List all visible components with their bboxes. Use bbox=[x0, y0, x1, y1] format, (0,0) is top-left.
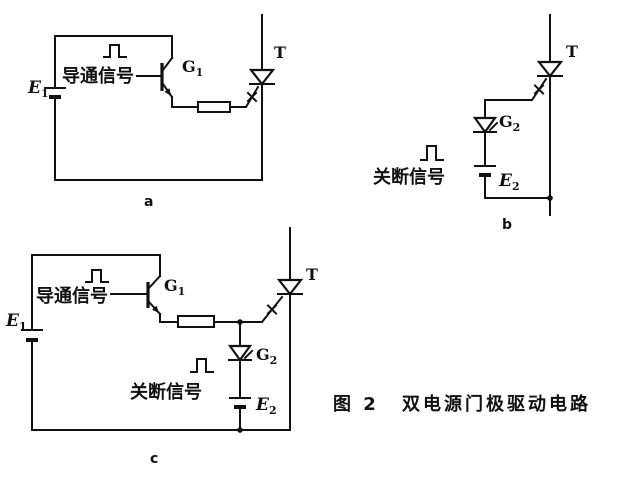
label-b-g2: G2 bbox=[499, 112, 520, 134]
label-b-turn-off-signal: 关断信号 bbox=[373, 166, 445, 188]
transistor-a-emitter-arrow bbox=[164, 88, 171, 96]
switch-b-triangle bbox=[472, 116, 498, 134]
switch-b-gate-tick bbox=[488, 121, 499, 132]
switch-c-triangle bbox=[227, 344, 253, 362]
thyristor-b-t bbox=[536, 60, 564, 78]
label-c-g1: G1 bbox=[164, 276, 185, 298]
label-a-t: T bbox=[274, 43, 286, 62]
circuit-b: 关断信号 G2 E2 T b bbox=[373, 14, 578, 233]
switch-c-g2 bbox=[227, 344, 254, 362]
label-a-turn-on-signal: 导通信号 bbox=[62, 65, 134, 87]
wire-a-gate bbox=[229, 85, 260, 108]
label-c-e1: E1 bbox=[5, 311, 27, 333]
thyristor-a-t bbox=[248, 68, 276, 86]
thyristor-c-triangle bbox=[276, 278, 304, 296]
gate-cross-mark-a bbox=[246, 91, 258, 103]
wire-a-emitter bbox=[171, 96, 199, 108]
pulse-c-turn-on bbox=[85, 269, 109, 283]
label-b-t: T bbox=[566, 42, 578, 61]
label-c-turn-off-signal: 关断信号 bbox=[130, 381, 202, 403]
figure-title: 双电源门极驱动电路 bbox=[402, 393, 591, 415]
transistor-c-emitter-arrow bbox=[152, 305, 159, 313]
figure-caption: 图 2 双电源门极驱动电路 bbox=[333, 393, 591, 415]
caption-c: c bbox=[150, 451, 158, 467]
thyristor-c-t bbox=[276, 278, 304, 296]
wire-b-bottom bbox=[484, 174, 551, 199]
pulse-b-turn-off bbox=[420, 145, 444, 161]
label-c-g2: G2 bbox=[256, 345, 277, 367]
gate-cross-mark-c bbox=[266, 304, 278, 315]
label-c-t: T bbox=[306, 265, 318, 284]
wire-a-left-lower bbox=[54, 96, 263, 181]
thyristor-a-triangle bbox=[248, 68, 276, 86]
label-a-g1: G1 bbox=[182, 57, 203, 79]
thyristor-b-triangle bbox=[536, 60, 564, 78]
wire-a-top bbox=[54, 35, 173, 59]
caption-b: b bbox=[502, 217, 512, 233]
transistor-c-g1 bbox=[146, 274, 162, 316]
label-c-e2: E2 bbox=[255, 395, 277, 417]
figure-number: 图 2 bbox=[333, 394, 379, 415]
caption-a: a bbox=[144, 194, 153, 210]
circuit-a: 导通信号 E1 G1 T a bbox=[27, 14, 286, 210]
junction-dot-c-bottom bbox=[237, 427, 243, 433]
transistor-a-g1 bbox=[160, 56, 174, 99]
switch-c-gate-tick bbox=[243, 349, 254, 360]
wire-c-top bbox=[31, 254, 161, 277]
battery-b-e2 bbox=[474, 165, 496, 177]
label-b-e2: E2 bbox=[498, 171, 520, 193]
switch-b-g2 bbox=[472, 116, 499, 134]
gate-cross-mark-b bbox=[533, 84, 545, 95]
battery-c-e2 bbox=[229, 397, 251, 409]
resistor-a bbox=[197, 101, 231, 113]
pulse-a-turn-on bbox=[103, 44, 127, 58]
label-c-turn-on-signal: 导通信号 bbox=[36, 285, 108, 307]
wire-c-left-lower bbox=[31, 339, 291, 431]
circuit-c: 导通信号 关断信号 E1 G1 T G2 E2 c bbox=[5, 227, 318, 467]
transistor-a-collector bbox=[161, 56, 174, 72]
wire-b-gate bbox=[484, 77, 548, 101]
resistor-c bbox=[177, 315, 215, 328]
pulse-c-turn-off bbox=[190, 358, 214, 373]
transistor-c-collector bbox=[147, 274, 162, 290]
wire-c-emitter bbox=[159, 313, 179, 323]
junction-dot-b bbox=[547, 195, 553, 201]
label-a-e1: E1 bbox=[27, 78, 49, 100]
